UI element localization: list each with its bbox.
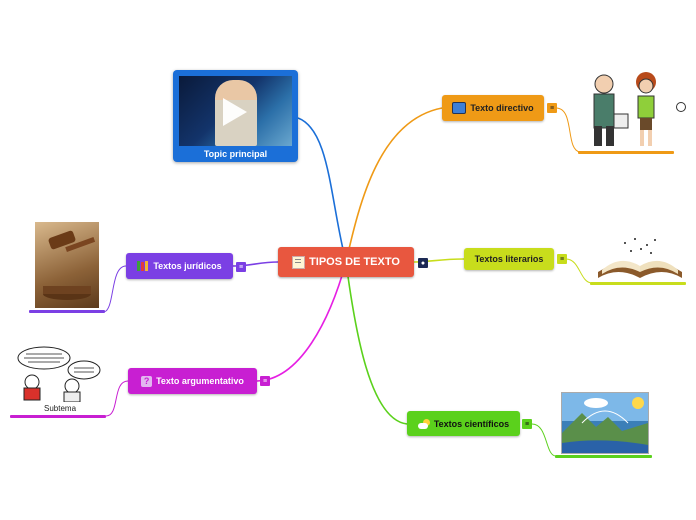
people-talking-image: [580, 70, 672, 150]
play-icon[interactable]: [223, 98, 247, 126]
topic-label: Topic principal: [203, 149, 268, 159]
globe-icon[interactable]: ●: [418, 258, 428, 268]
image-underline: [578, 151, 674, 154]
branch-textos-cientificos[interactable]: Textos científicos: [407, 411, 520, 436]
notes-icon[interactable]: ≡: [260, 376, 270, 386]
argument-cartoon-image: [16, 346, 102, 402]
image-underline: [29, 310, 105, 313]
globe-icon[interactable]: [676, 102, 686, 112]
gavel-image: [35, 222, 99, 308]
weather-icon: [417, 418, 430, 429]
branch-label: Texto argumentativo: [156, 376, 244, 386]
water-cycle-image: [561, 392, 649, 454]
video-thumbnail[interactable]: [179, 76, 292, 146]
notes-icon[interactable]: ≡: [547, 103, 557, 113]
branch-textos-juridicos[interactable]: Textos jurídicos: [126, 253, 233, 279]
notes-icon[interactable]: ≡: [557, 254, 567, 264]
image-underline: [590, 282, 686, 285]
branch-texto-directivo[interactable]: Texto directivo: [442, 95, 544, 121]
image-underline: [555, 455, 652, 458]
notes-icon[interactable]: ≡: [522, 419, 532, 429]
books-icon: [137, 261, 149, 271]
branch-label: Textos jurídicos: [153, 261, 222, 271]
memo-icon: [292, 255, 306, 269]
topic-principal-node[interactable]: Topic principal: [173, 70, 298, 162]
open-book-image: [594, 236, 686, 280]
branch-texto-argumentativo[interactable]: ? Texto argumentativo: [128, 368, 257, 394]
notes-icon[interactable]: ≡: [236, 262, 246, 272]
branch-label: Textos literarios: [474, 254, 544, 264]
computer-icon: [452, 102, 467, 114]
branch-label: Textos científicos: [433, 418, 510, 429]
central-topic[interactable]: TIPOS DE TEXTO: [278, 247, 414, 277]
branch-textos-literarios[interactable]: Textos literarios: [464, 248, 554, 270]
image-underline: [10, 415, 106, 418]
question-icon: ?: [141, 375, 153, 387]
subtema-label: Subtema: [44, 404, 77, 413]
branch-label: Texto directivo: [470, 103, 534, 113]
central-topic-label: TIPOS DE TEXTO: [309, 256, 400, 268]
